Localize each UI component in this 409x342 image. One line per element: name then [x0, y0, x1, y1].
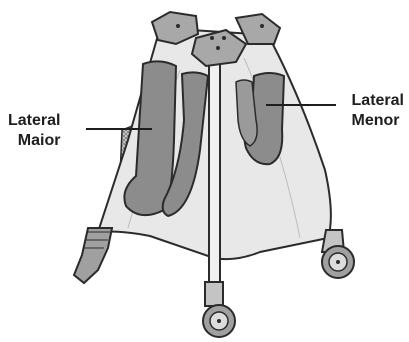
label-right-line1: Lateral [352, 91, 404, 111]
label-left-line2: Maior [8, 131, 60, 151]
label-right-line2: Menor [352, 111, 404, 131]
label-left-line1: Lateral [8, 111, 60, 131]
label-lateral-maior: Lateral Maior [8, 111, 60, 151]
right-leg [322, 230, 354, 278]
left-leg [74, 228, 112, 283]
label-lateral-menor: Lateral Menor [352, 91, 404, 131]
